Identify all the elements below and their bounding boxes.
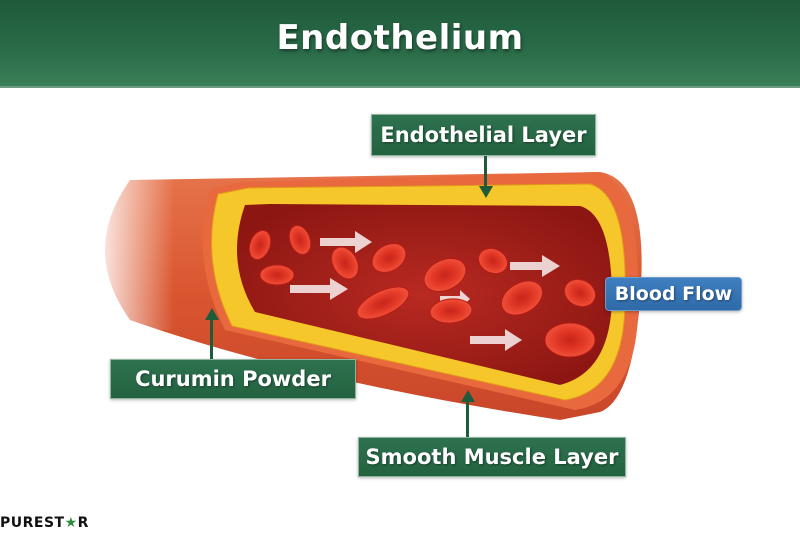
- label-curcumin-powder-text: Curumin Powder: [135, 367, 331, 391]
- label-curcumin-powder: Curumin Powder: [110, 359, 356, 399]
- arrow-curcumin-powder: [210, 320, 213, 359]
- logo-text-suffix: R: [77, 515, 89, 531]
- purestar-logo: PUREST★R: [0, 515, 89, 531]
- label-endothelial-layer: Endothelial Layer: [371, 114, 596, 156]
- arrow-up-icon: [204, 308, 219, 320]
- arrow-endothelial-layer: [484, 156, 487, 186]
- label-endothelial-layer-text: Endothelial Layer: [380, 123, 587, 147]
- header-divider: [0, 86, 800, 88]
- label-smooth-muscle-layer-text: Smooth Muscle Layer: [365, 445, 619, 469]
- page-title: Endothelium: [276, 18, 524, 58]
- label-blood-flow-text: Blood Flow: [614, 283, 733, 305]
- arrow-up-icon: [460, 390, 475, 402]
- arrow-smooth-muscle-layer: [466, 401, 469, 437]
- label-blood-flow: Blood Flow: [605, 277, 742, 311]
- arrow-down-icon: [478, 186, 493, 198]
- star-icon: ★: [64, 515, 78, 531]
- logo-text-prefix: PUREST: [0, 515, 65, 531]
- label-smooth-muscle-layer: Smooth Muscle Layer: [358, 437, 626, 477]
